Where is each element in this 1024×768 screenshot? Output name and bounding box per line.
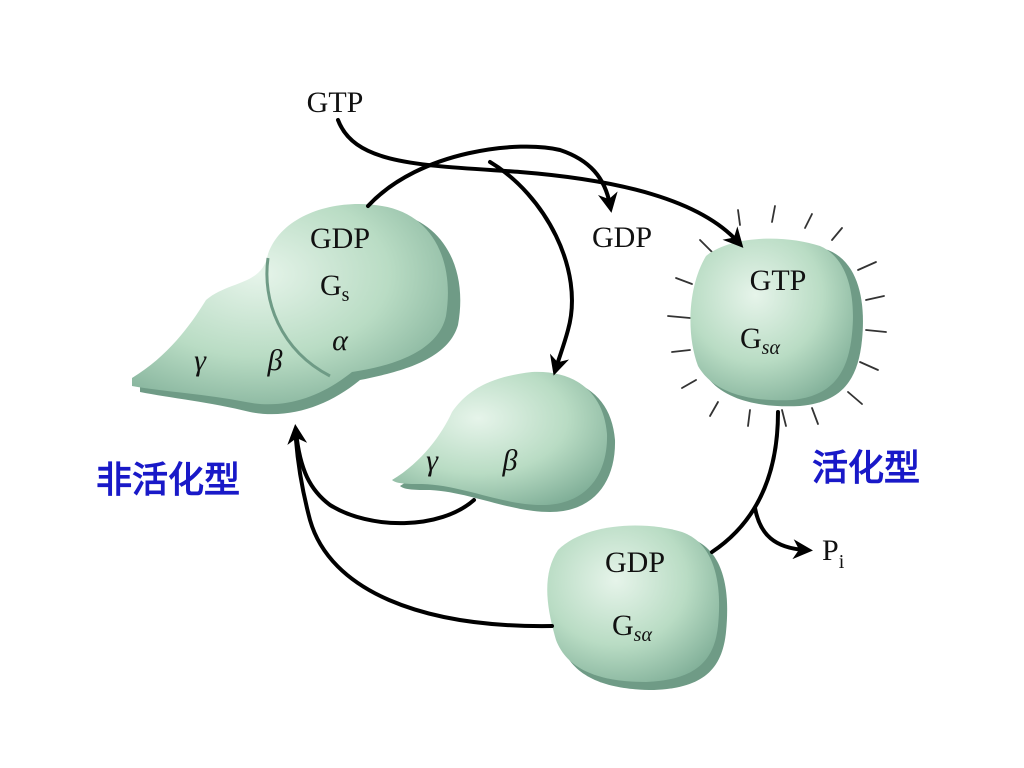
dimer-return-arrow — [287, 424, 476, 526]
active-alpha: GTP Gsα — [667, 205, 887, 427]
gdp-alpha-body — [547, 525, 720, 682]
dimer-gamma-label: γ — [426, 444, 439, 477]
hydrolysis-arrow — [710, 410, 780, 554]
gtp-top-label: GTP — [307, 86, 364, 119]
trimer-alpha-label: α — [332, 324, 349, 357]
dimer-release-arrow — [488, 160, 574, 376]
gdp-alpha-gs-label: Gsα — [612, 609, 652, 646]
inactive-trimer: GDP Gs α β γ — [132, 204, 461, 415]
active-gsalpha-label: Gsα — [740, 322, 780, 359]
alpha-return-arrow — [294, 438, 554, 629]
pi-release-arrow — [753, 506, 813, 560]
pi-label: Pi — [822, 534, 845, 573]
beta-alpha-boundary — [265, 257, 331, 378]
active-form-label: 活化型 — [812, 448, 920, 489]
trimer-gamma-label: γ — [194, 344, 207, 377]
gtp-in-arrow — [336, 118, 744, 248]
trimer-beta-label: β — [267, 344, 283, 377]
active-alpha-body — [690, 238, 853, 401]
dimer-beta-label: β — [502, 444, 518, 477]
active-gtp-label: GTP — [750, 264, 807, 297]
activation-rays — [667, 205, 887, 427]
inactive-form-label: 非活化型 — [96, 460, 240, 501]
gdp-release-arrow — [366, 144, 618, 213]
arrows — [287, 118, 813, 629]
gdp-released-label: GDP — [592, 221, 652, 254]
trimer-gdp-label: GDP — [310, 222, 370, 255]
beta-gamma-dimer: γ β — [392, 371, 616, 512]
dimer-body — [392, 371, 608, 505]
gdp-alpha: GDP Gsα — [547, 525, 728, 690]
trimer-body — [132, 204, 448, 405]
gdp-alpha-gdp-label: GDP — [605, 546, 665, 579]
trimer-gs-label: Gs — [320, 269, 350, 306]
